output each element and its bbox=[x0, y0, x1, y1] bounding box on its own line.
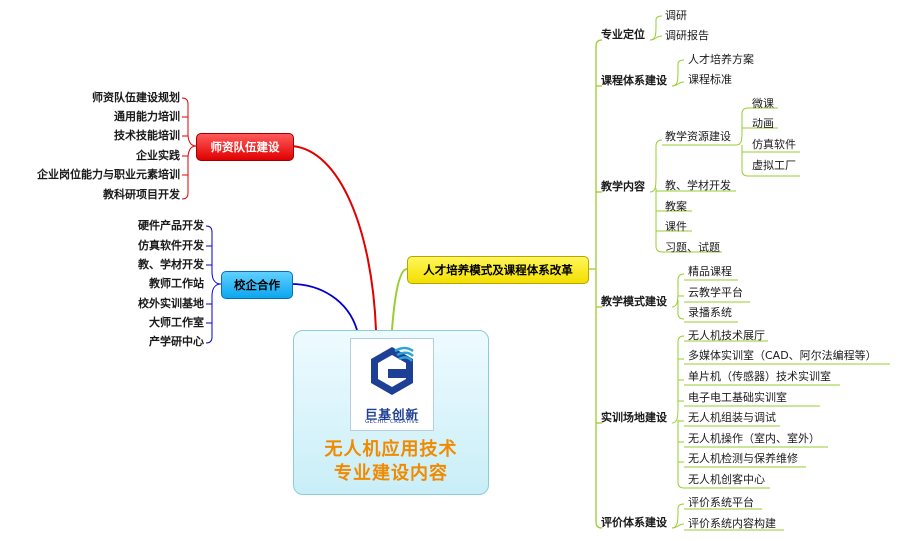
leaf-item[interactable]: 无人机组装与调试 bbox=[688, 411, 776, 424]
teacher-item[interactable]: 师资队伍建设规划 bbox=[92, 91, 180, 104]
central-title-line1: 无人机应用技术 bbox=[324, 439, 458, 460]
topic-talent-training[interactable]: 人才培养模式及课程体系改革 bbox=[407, 256, 589, 284]
leaf-item[interactable]: 无人机技术展厅 bbox=[688, 329, 765, 342]
subtopic-content[interactable]: 教学内容 bbox=[601, 180, 645, 193]
branch-talent bbox=[391, 268, 408, 331]
leaf-resource-building[interactable]: 教学资源建设 bbox=[665, 130, 731, 143]
leaf-item[interactable]: 单片机（传感器）技术实训室 bbox=[688, 370, 831, 383]
teacher-item[interactable]: 企业岗位能力与职业元素培训 bbox=[37, 168, 180, 181]
topic-school-enterprise[interactable]: 校企合作 bbox=[221, 271, 293, 299]
leaf-item[interactable]: 调研报告 bbox=[665, 29, 709, 42]
leaf-item[interactable]: 课程标准 bbox=[688, 73, 732, 86]
topic-teacher[interactable]: 师资队伍建设 bbox=[196, 133, 294, 161]
leaf-item[interactable]: 无人机创客中心 bbox=[688, 473, 765, 486]
school-item[interactable]: 教、学材开发 bbox=[138, 258, 204, 271]
leaf-item[interactable]: 无人机检测与保养维修 bbox=[688, 452, 798, 465]
central-topic[interactable]: 巨基创新 GECHIC CREATIVE 无人机应用技术 专业建设内容 bbox=[293, 330, 489, 495]
teacher-item[interactable]: 通用能力培训 bbox=[114, 110, 180, 123]
gechic-logo: 巨基创新 GECHIC CREATIVE bbox=[350, 338, 434, 431]
school-item[interactable]: 教师工作站 bbox=[149, 277, 204, 290]
subtopic-positioning[interactable]: 专业定位 bbox=[601, 28, 645, 41]
teacher-item[interactable]: 教科研项目开发 bbox=[103, 188, 180, 201]
subtopic-curriculum[interactable]: 课程体系建设 bbox=[601, 74, 667, 87]
school-item[interactable]: 仿真软件开发 bbox=[138, 239, 204, 252]
logo-emblem-icon bbox=[371, 346, 414, 395]
school-item[interactable]: 大师工作室 bbox=[149, 316, 204, 329]
leaf-item[interactable]: 虚拟工厂 bbox=[752, 159, 796, 172]
subtopic-teaching-mode[interactable]: 教学模式建设 bbox=[601, 295, 667, 308]
leaf-item[interactable]: 微课 bbox=[752, 97, 774, 110]
school-item[interactable]: 校外实训基地 bbox=[138, 297, 204, 310]
leaf-item[interactable]: 教案 bbox=[665, 200, 687, 213]
leaf-item[interactable]: 电子电工基础实训室 bbox=[688, 391, 787, 404]
leaf-item[interactable]: 调研 bbox=[665, 9, 687, 22]
leaf-item[interactable]: 评价系统内容构建 bbox=[688, 517, 776, 530]
leaf-item[interactable]: 无人机操作（室内、室外） bbox=[688, 432, 820, 445]
school-item[interactable]: 硬件产品开发 bbox=[138, 219, 204, 232]
leaf-item[interactable]: 多媒体实训室（CAD、阿尔法编程等） bbox=[688, 349, 877, 362]
leaf-item[interactable]: 仿真软件 bbox=[752, 138, 796, 151]
leaf-item[interactable]: 精品课程 bbox=[688, 265, 732, 278]
subtopic-training-site[interactable]: 实训场地建设 bbox=[601, 411, 667, 424]
leaf-item[interactable]: 习题、试题 bbox=[665, 241, 720, 254]
branch-school bbox=[290, 283, 358, 331]
central-title-line2: 专业建设内容 bbox=[334, 463, 448, 484]
leaf-item[interactable]: 教、学材开发 bbox=[665, 179, 731, 192]
leaf-item[interactable]: 课件 bbox=[665, 220, 687, 233]
branch-teacher bbox=[291, 145, 377, 331]
subtopic-evaluation[interactable]: 评价体系建设 bbox=[601, 516, 667, 529]
leaf-item[interactable]: 评价系统平台 bbox=[688, 496, 754, 509]
leaf-item[interactable]: 人才培养方案 bbox=[688, 53, 754, 66]
leaf-item[interactable]: 录播系统 bbox=[688, 306, 732, 319]
leaf-item[interactable]: 动画 bbox=[752, 117, 774, 130]
school-item[interactable]: 产学研中心 bbox=[149, 335, 204, 348]
teacher-item[interactable]: 技术技能培训 bbox=[114, 129, 180, 142]
leaf-item[interactable]: 云教学平台 bbox=[688, 286, 743, 299]
teacher-item[interactable]: 企业实践 bbox=[136, 149, 180, 162]
logo-text-cn: 巨基创新 bbox=[364, 407, 419, 422]
logo-text-en: GECHIC CREATIVE bbox=[364, 419, 420, 425]
